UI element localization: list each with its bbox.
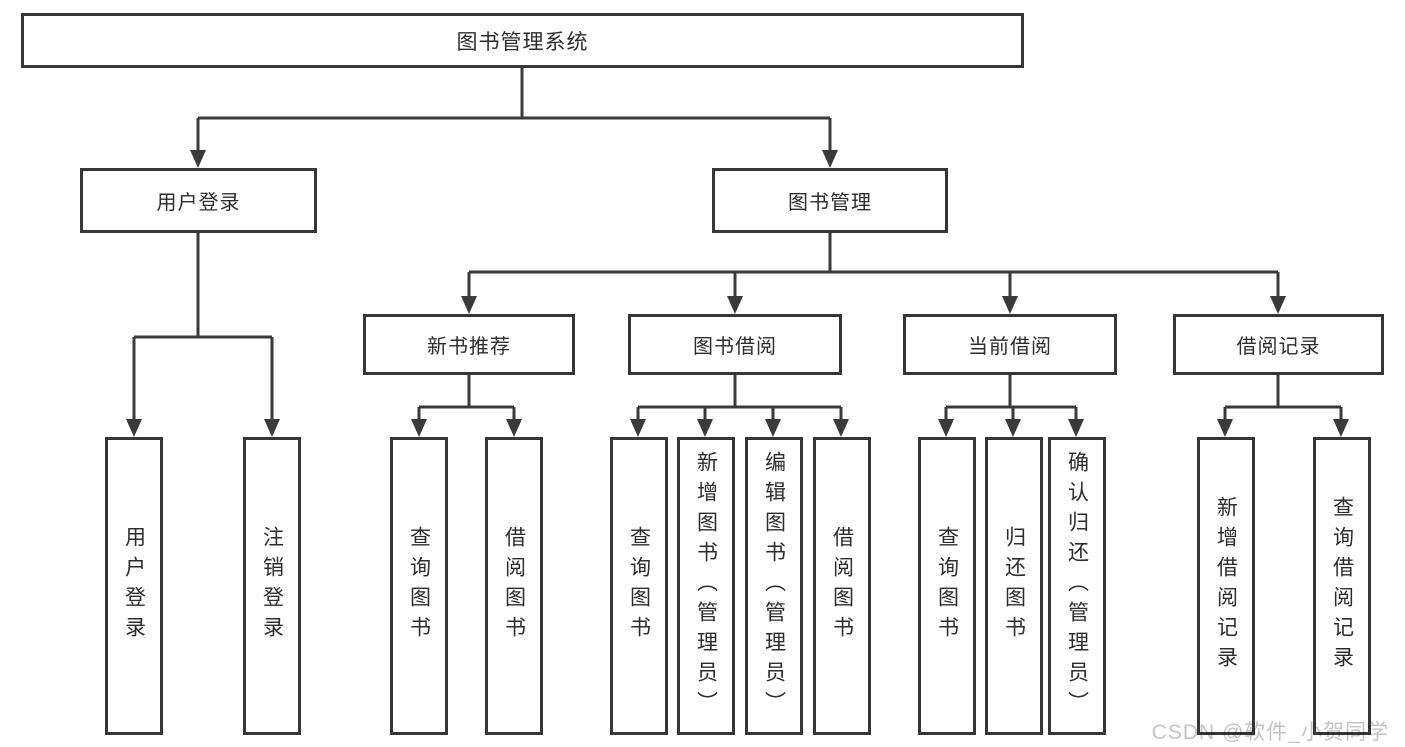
node-leaf-edit-book-admin: 编辑图书（管理员） [745, 437, 803, 735]
node-leaf-user-login: 用户登录 [105, 437, 163, 735]
node-label: 借阅图书 [502, 526, 526, 646]
node-label: 新增图书（管理员） [694, 451, 718, 721]
node-leaf-borrow-books: 借阅图书 [813, 437, 871, 735]
node-borrowing-records: 借阅记录 [1173, 314, 1384, 375]
node-leaf-add-borrow-record: 新增借阅记录 [1197, 437, 1255, 735]
node-label: 借阅图书 [830, 526, 854, 646]
node-leaf-logout: 注销登录 [243, 437, 301, 735]
node-label: 图书管理 [788, 192, 872, 214]
node-label: 新增借阅记录 [1214, 496, 1238, 676]
node-user-login: 用户登录 [80, 168, 317, 233]
node-label: 注销登录 [260, 526, 284, 646]
csdn-watermark: CSDN @软件_小贺同学 [1151, 721, 1389, 744]
node-leaf-confirm-return-admin: 确认归还（管理员） [1048, 437, 1106, 735]
node-label: 查询借阅记录 [1330, 496, 1354, 676]
node-book-management: 图书管理 [712, 168, 948, 233]
node-current-borrowing: 当前借阅 [903, 314, 1117, 375]
node-leaf-query-books-borrowing: 查询图书 [610, 437, 668, 735]
node-leaf-add-book-admin: 新增图书（管理员） [677, 437, 735, 735]
node-new-book-recommend: 新书推荐 [363, 314, 575, 375]
node-label: 归还图书 [1002, 526, 1026, 646]
node-label: 查询图书 [627, 526, 651, 646]
node-book-borrowing: 图书借阅 [628, 314, 842, 375]
node-leaf-return-book: 归还图书 [985, 437, 1043, 735]
node-label: 图书管理系统 [456, 30, 589, 54]
node-label: 用户登录 [122, 526, 146, 646]
node-label: 确认归还（管理员） [1065, 451, 1089, 721]
node-leaf-query-books-recommend: 查询图书 [390, 437, 448, 735]
node-label: 查询图书 [407, 526, 431, 646]
node-label: 借阅记录 [1236, 336, 1321, 358]
node-root-system: 图书管理系统 [21, 13, 1024, 68]
node-leaf-query-books-current: 查询图书 [918, 437, 976, 735]
node-leaf-borrow-books-recommend: 借阅图书 [485, 437, 543, 735]
node-label: 当前借阅 [968, 336, 1052, 358]
node-label: 编辑图书（管理员） [762, 451, 786, 721]
node-leaf-query-borrow-record: 查询借阅记录 [1313, 437, 1371, 735]
node-label: 用户登录 [156, 192, 241, 214]
node-label: 查询图书 [935, 526, 959, 646]
node-label: 图书借阅 [693, 336, 777, 358]
node-label: 新书推荐 [427, 336, 511, 358]
